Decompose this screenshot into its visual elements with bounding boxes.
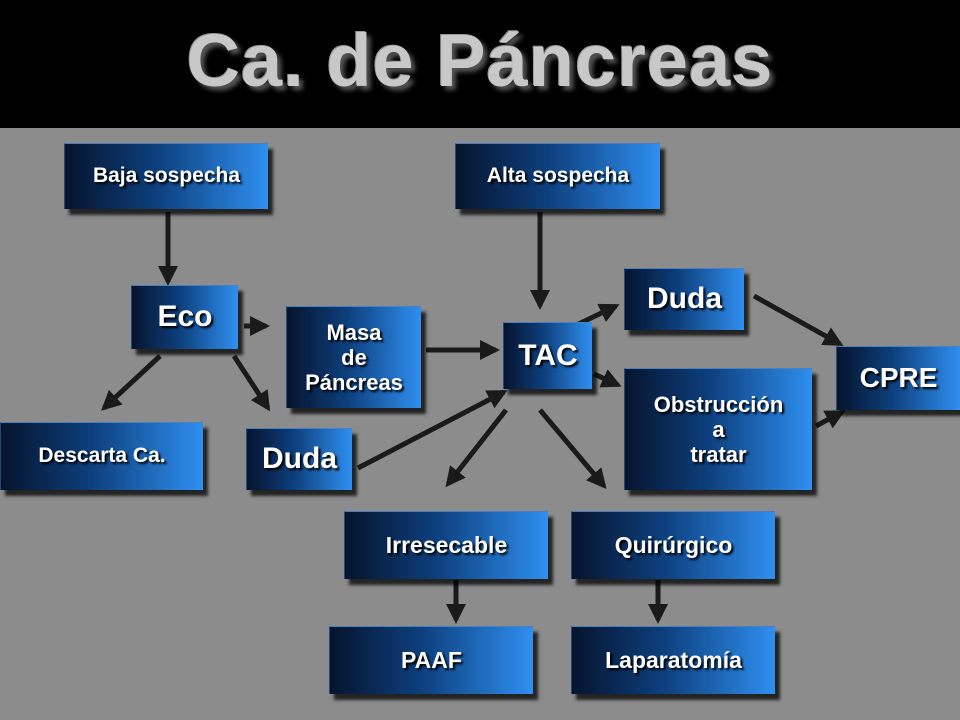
node-label: Quirúrgico [614, 532, 733, 559]
node-label: PAAF [401, 647, 462, 674]
title-bar: Ca. de Páncreas [0, 0, 960, 128]
arrow-tac-irresecable [445, 408, 508, 488]
node-label: Descarta Ca. [38, 444, 166, 467]
node-paaf: PAAF [329, 626, 533, 694]
node-label: Baja sospecha [92, 164, 241, 188]
arrow-tac-quirurgico [538, 408, 607, 490]
node-laparatomia: Laparatomía [571, 626, 775, 694]
node-tac: TAC [503, 322, 592, 389]
arrow-eco-descarta [101, 354, 162, 411]
node-label: Irresecable [385, 532, 508, 559]
arrow-tac-obstruccion [592, 369, 622, 388]
node-baja-sospecha: Baja sospecha [64, 143, 268, 209]
node-irresecable: Irresecable [344, 511, 548, 579]
node-duda-bottom: Duda [246, 428, 352, 490]
node-label: Masa de Páncreas [305, 319, 403, 396]
node-masa-de-pancreas: Masa de Páncreas [286, 306, 421, 408]
node-label: CPRE [859, 362, 938, 394]
node-label: Duda [262, 442, 337, 476]
node-label: TAC [518, 338, 578, 372]
node-label: Alta sospecha [486, 164, 630, 188]
node-label: Duda [647, 282, 722, 316]
page-title: Ca. de Páncreas [186, 19, 774, 102]
arrow-obstruccion-cpre [814, 409, 846, 429]
node-label: Laparatomía [605, 647, 742, 674]
node-descarta-ca: Descarta Ca. [0, 422, 203, 490]
arrow-eco-duda [231, 354, 271, 412]
arrow-duda-tac [356, 389, 508, 471]
node-label: Eco [157, 300, 213, 333]
arrow-duda-cpre [752, 293, 844, 347]
node-alta-sospecha: Alta sospecha [455, 143, 660, 209]
node-quirurgico: Quirúrgico [571, 511, 775, 579]
node-obstruccion: Obstrucción a tratar [624, 368, 812, 490]
node-label: Obstrucción a tratar [653, 391, 784, 468]
node-duda-top: Duda [624, 268, 744, 330]
node-eco: Eco [131, 285, 238, 349]
node-cpre: CPRE [836, 346, 960, 410]
